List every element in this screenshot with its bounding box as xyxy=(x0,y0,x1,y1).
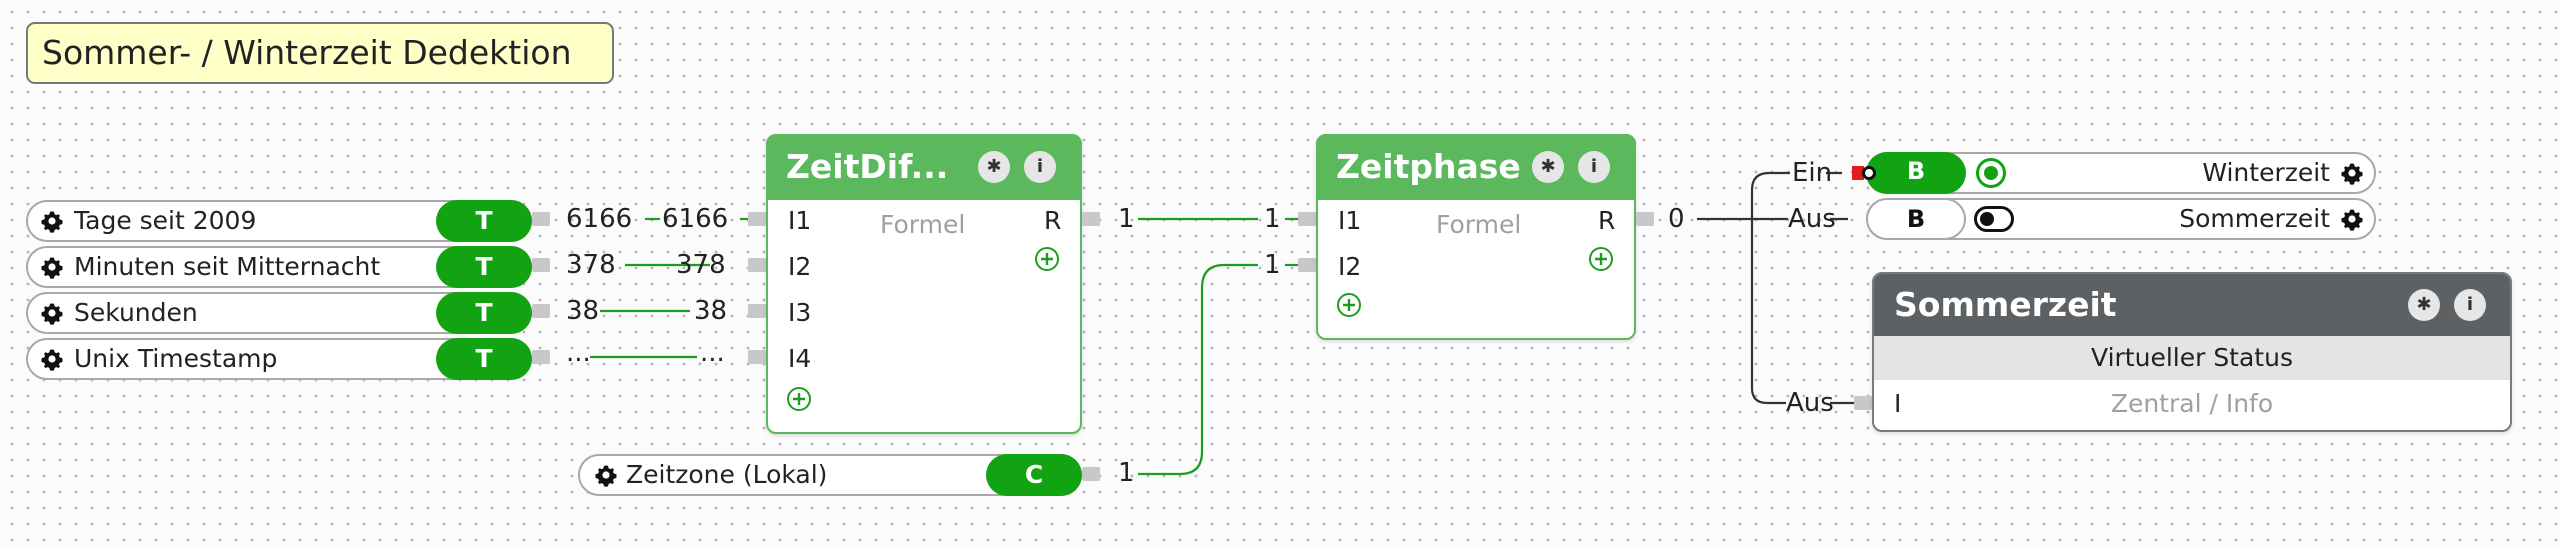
block-type-label: Formel xyxy=(880,210,966,239)
output-port[interactable] xyxy=(1082,467,1100,481)
connector-label-ein: Ein xyxy=(1792,158,1833,188)
output-label-r: R xyxy=(1598,206,1616,235)
gear-icon[interactable] xyxy=(2340,161,2364,185)
output-label-r: R xyxy=(1044,206,1062,235)
type-badge-c: C xyxy=(986,454,1082,496)
add-output-icon[interactable] xyxy=(1034,246,1060,272)
block-header[interactable]: ZeitDif... ✱ i xyxy=(766,134,1082,200)
block-title: Sommerzeit xyxy=(1894,285,2117,324)
input-port[interactable] xyxy=(748,304,766,318)
input-unix-timestamp[interactable]: Unix Timestamp T xyxy=(26,338,532,380)
output-port[interactable] xyxy=(532,304,550,318)
gear-icon[interactable] xyxy=(2340,207,2364,231)
input-label-i1: I1 xyxy=(1338,206,1362,235)
input-port[interactable] xyxy=(748,212,766,226)
gear-icon[interactable] xyxy=(40,255,64,279)
output-port[interactable] xyxy=(532,212,550,226)
info-icon[interactable]: i xyxy=(2454,289,2486,321)
virtual-status-block[interactable]: Sommerzeit ✱ i Virtueller Status Zentral… xyxy=(1872,272,2512,432)
gear-icon[interactable] xyxy=(40,301,64,325)
status-on-icon xyxy=(1976,158,2006,188)
input-label: Minuten seit Mitternacht xyxy=(74,252,381,281)
input-port[interactable] xyxy=(1298,258,1316,272)
input-zeitzone-lokal[interactable]: Zeitzone (Lokal) C xyxy=(578,454,1082,496)
input-label-i4: I4 xyxy=(788,344,812,373)
input-label-i1: I1 xyxy=(788,206,812,235)
wire-value: 1 xyxy=(1118,458,1135,488)
connector-label-aus: Aus xyxy=(1788,204,1836,234)
input-tage-seit-2009[interactable]: Tage seit 2009 T xyxy=(26,200,532,242)
block-type-label: Formel xyxy=(1436,210,1522,239)
wire-value: 0 xyxy=(1668,204,1685,234)
wire-value: 38 xyxy=(694,296,728,326)
output-winterzeit[interactable]: B Winterzeit xyxy=(1866,152,2376,194)
wire-value: 38 xyxy=(566,296,600,326)
output-label: Sommerzeit xyxy=(2179,204,2330,233)
info-icon[interactable]: i xyxy=(1024,151,1056,183)
block-subtitle: Virtueller Status xyxy=(1874,336,2510,380)
status-off-icon xyxy=(1974,206,2014,232)
wire-value: 378 xyxy=(566,250,616,280)
function-block-zeitdif[interactable]: ZeitDif... ✱ i I1 I2 I3 I4 Formel R xyxy=(766,134,1082,434)
gear-icon[interactable]: ✱ xyxy=(978,151,1010,183)
input-label: Zeitzone (Lokal) xyxy=(626,460,828,489)
block-header[interactable]: Sommerzeit ✱ i xyxy=(1874,274,2510,336)
wire-value: 6166 xyxy=(662,204,729,234)
input-label: Unix Timestamp xyxy=(74,344,278,373)
input-label: Tage seit 2009 xyxy=(74,206,257,235)
wire-value: 6166 xyxy=(566,204,633,234)
add-output-icon[interactable] xyxy=(1588,246,1614,272)
block-header[interactable]: Zeitphase ✱ i xyxy=(1316,134,1636,200)
wire-value: 378 xyxy=(676,250,726,280)
gear-icon[interactable] xyxy=(40,209,64,233)
input-port[interactable] xyxy=(748,258,766,272)
output-port[interactable] xyxy=(1636,212,1654,226)
input-sekunden[interactable]: Sekunden T xyxy=(26,292,532,334)
input-label-i3: I3 xyxy=(788,298,812,327)
wire-value: 1 xyxy=(1264,250,1281,280)
output-label: Winterzeit xyxy=(2202,158,2330,187)
wire-value: 1 xyxy=(1118,204,1135,234)
type-badge-b: B xyxy=(1866,152,1966,194)
wire-value: 1 xyxy=(1264,204,1281,234)
function-block-zeitphase[interactable]: Zeitphase ✱ i I1 I2 Formel R xyxy=(1316,134,1636,340)
input-label-i: I xyxy=(1894,389,1902,418)
gear-icon[interactable] xyxy=(40,347,64,371)
input-port[interactable] xyxy=(1854,396,1872,410)
gear-icon[interactable] xyxy=(594,463,618,487)
input-minuten-seit-mitternacht[interactable]: Minuten seit Mitternacht T xyxy=(26,246,532,288)
input-port[interactable] xyxy=(1298,212,1316,226)
gear-icon[interactable]: ✱ xyxy=(1532,151,1564,183)
input-label-i2: I2 xyxy=(1338,252,1362,281)
input-connector-dot[interactable] xyxy=(1862,166,1876,180)
type-badge-t: T xyxy=(436,292,532,334)
input-label: Sekunden xyxy=(74,298,198,327)
add-input-icon[interactable] xyxy=(1336,292,1362,318)
input-label-i2: I2 xyxy=(788,252,812,281)
output-port[interactable] xyxy=(532,258,550,272)
add-input-icon[interactable] xyxy=(786,386,812,412)
output-sommerzeit[interactable]: B Sommerzeit xyxy=(1866,198,2376,240)
gear-icon[interactable]: ✱ xyxy=(2408,289,2440,321)
output-port[interactable] xyxy=(1082,212,1100,226)
type-badge-t: T xyxy=(436,338,532,380)
title-note[interactable]: Sommer- / Winterzeit Dedektion xyxy=(26,22,614,84)
input-port[interactable] xyxy=(748,350,766,364)
wire-value: ... xyxy=(700,338,725,368)
connector-label-aus: Aus xyxy=(1786,388,1834,418)
type-badge-t: T xyxy=(436,246,532,288)
type-badge-b: B xyxy=(1866,198,1966,240)
info-label: Zentral / Info xyxy=(2110,389,2274,418)
wire-value: ... xyxy=(566,338,591,368)
output-port[interactable] xyxy=(532,350,550,364)
active-connector-marker xyxy=(1852,166,1864,180)
type-badge-t: T xyxy=(436,200,532,242)
block-title: Zeitphase xyxy=(1336,147,1521,186)
info-icon[interactable]: i xyxy=(1578,151,1610,183)
block-title: ZeitDif... xyxy=(786,147,949,186)
